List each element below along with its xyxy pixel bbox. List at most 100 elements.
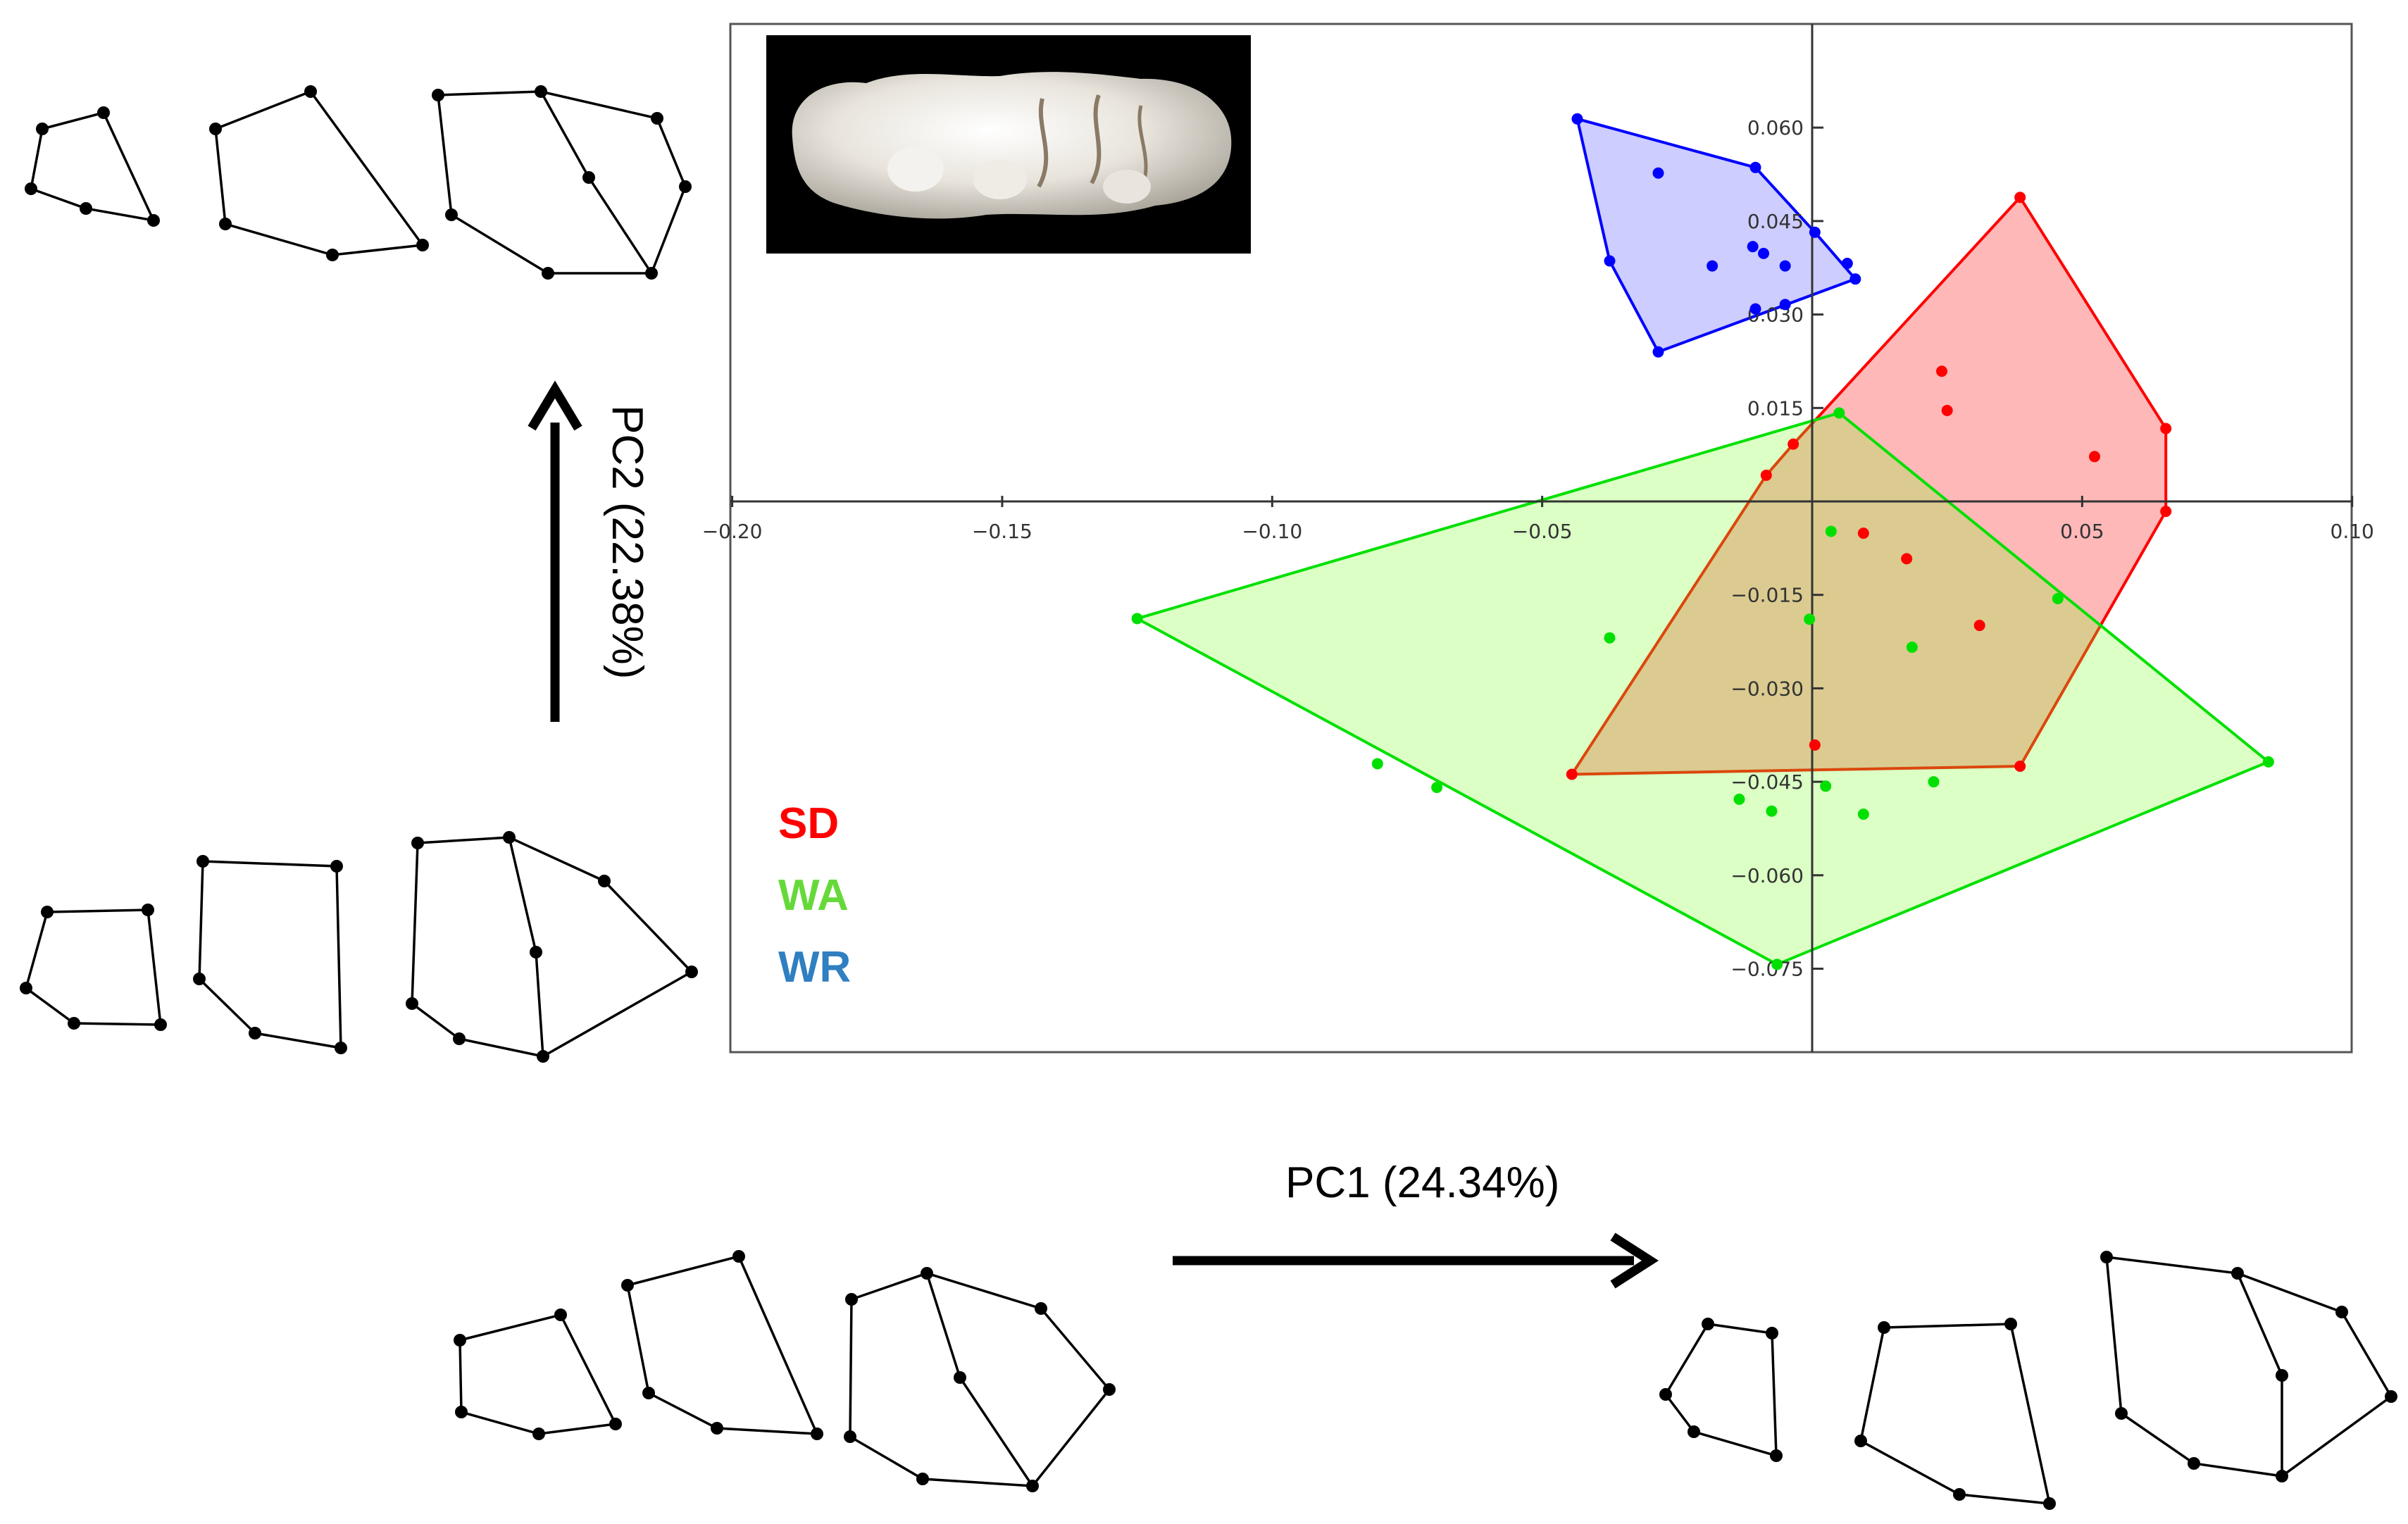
shape-landmark-7-4: [642, 1387, 655, 1399]
shape-landmark-2-4: [645, 267, 658, 280]
shape-landmark-10-3: [1953, 1488, 1966, 1501]
shape-landmark-0-2: [147, 214, 160, 227]
point-wr-11: [1779, 260, 1791, 272]
point-wa-11: [1820, 780, 1832, 792]
point-wa-2: [2262, 756, 2274, 768]
y-tick-label-4: −0.015: [1730, 584, 1804, 607]
shape-outline-5: [411, 836, 694, 1058]
point-wa-10: [2052, 593, 2064, 605]
shape-landmark-11-4: [2276, 1470, 2288, 1482]
data-points: [1131, 113, 2274, 970]
shape-outline-1: [214, 89, 425, 256]
shape-landmark-6-0: [454, 1334, 466, 1347]
shape-landmark-8-3: [1103, 1383, 1116, 1396]
point-sd-10: [1973, 620, 1985, 632]
shape-landmark-9-3: [1688, 1425, 1700, 1438]
y-tick-label-0: 0.060: [1747, 116, 1804, 139]
point-wa-8: [1804, 613, 1816, 625]
point-wr-5: [1849, 273, 1861, 285]
legend: SD WA WR: [778, 799, 851, 992]
pc2-arrow: [528, 380, 582, 722]
y-tick-label-8: −0.075: [1730, 958, 1804, 981]
shape-landmark-9-2: [1770, 1449, 1783, 1462]
x-tick-label-2: −0.10: [1242, 520, 1302, 543]
shape-landmark-2-0: [432, 89, 444, 101]
shape-landmark-0-0: [36, 123, 49, 135]
shape-landmark-4-1: [330, 860, 343, 873]
x-tick-label-5: 0.10: [2331, 520, 2374, 543]
shape-landmark-2-5: [542, 267, 554, 280]
otolith-photo: [766, 35, 1251, 254]
point-sd-12: [1809, 739, 1821, 751]
shape-landmark-0-1: [97, 106, 110, 119]
shape-outline-6: [458, 1313, 618, 1435]
point-wa-15: [1857, 808, 1869, 820]
shape-landmark-3-0: [41, 906, 54, 918]
x-tick-label-0: −0.20: [702, 520, 763, 543]
point-wr-0: [1571, 113, 1583, 125]
shape-landmark-5-2: [598, 875, 611, 887]
shape-landmark-11-2: [2335, 1306, 2348, 1318]
shape-landmark-2-2: [651, 112, 663, 125]
legend-sd: SD: [778, 799, 839, 848]
shape-landmark-2-7: [582, 171, 595, 184]
shape-landmark-11-1: [2231, 1267, 2244, 1280]
point-sd-6: [1788, 438, 1799, 450]
point-sd-11: [2014, 760, 2026, 772]
y-tick-label-6: −0.045: [1730, 770, 1804, 794]
shape-outline-4: [198, 860, 342, 1050]
pc1-label: PC1 (24.34%): [1285, 1158, 1559, 1207]
shape-landmark-3-2: [154, 1018, 167, 1031]
point-sd-13: [1566, 768, 1578, 780]
point-sd-1: [2160, 423, 2172, 435]
point-sd-9: [1901, 553, 1913, 565]
shape-landmark-6-2: [609, 1418, 622, 1430]
shape-landmark-8-4: [1026, 1480, 1039, 1492]
point-wa-4: [1604, 632, 1616, 644]
shape-landmark-1-1: [304, 85, 317, 98]
shape-landmark-5-5: [453, 1032, 466, 1045]
shape-landmark-8-0: [845, 1293, 858, 1306]
shape-outline-10: [1859, 1323, 2052, 1505]
shape-landmark-8-1: [921, 1267, 933, 1280]
shape-landmark-0-4: [25, 182, 37, 195]
shape-landmark-4-2: [335, 1042, 347, 1054]
point-sd-3: [2088, 451, 2100, 463]
point-wr-6: [1604, 255, 1616, 267]
point-wr-2: [1749, 161, 1761, 173]
shape-landmark-6-1: [554, 1308, 567, 1321]
hull-sd: [1570, 196, 2168, 776]
point-wa-6: [1431, 782, 1443, 794]
shape-landmark-9-4: [1659, 1388, 1672, 1401]
point-sd-2: [2160, 506, 2172, 518]
point-wr-3: [1809, 226, 1821, 238]
x-tick-label-1: −0.15: [972, 520, 1033, 543]
point-sd-7: [1760, 469, 1772, 481]
pc1-arrow: [1173, 1232, 1659, 1289]
shape-outline-2: [437, 90, 687, 275]
shape-landmark-7-3: [711, 1422, 723, 1435]
shape-outline-8: [849, 1272, 1111, 1487]
shape-landmark-7-2: [811, 1428, 823, 1440]
point-sd-4: [1936, 366, 1948, 377]
shape-landmark-2-1: [535, 85, 547, 98]
shape-landmark-3-3: [68, 1017, 80, 1030]
shape-outline-0: [30, 111, 156, 223]
y-tick-label-3: 0.015: [1747, 396, 1804, 420]
shape-landmark-5-1: [503, 831, 516, 844]
shape-landmark-11-3: [2385, 1390, 2397, 1403]
point-sd-0: [2014, 192, 2026, 204]
y-tick-label-1: 0.045: [1747, 210, 1804, 233]
shape-outline-3: [24, 908, 162, 1026]
point-wa-12: [1928, 776, 1940, 788]
shape-landmark-10-0: [1878, 1321, 1890, 1334]
point-wa-3: [1771, 958, 1783, 970]
point-wa-0: [1833, 407, 1845, 419]
shape-midline-8: [925, 1273, 1034, 1487]
y-tick-label-5: −0.030: [1730, 677, 1804, 700]
shape-landmark-11-5: [2188, 1457, 2200, 1470]
shape-landmark-2-3: [679, 180, 692, 193]
shape-landmark-8-6: [844, 1430, 856, 1443]
shape-landmark-4-0: [196, 855, 209, 868]
